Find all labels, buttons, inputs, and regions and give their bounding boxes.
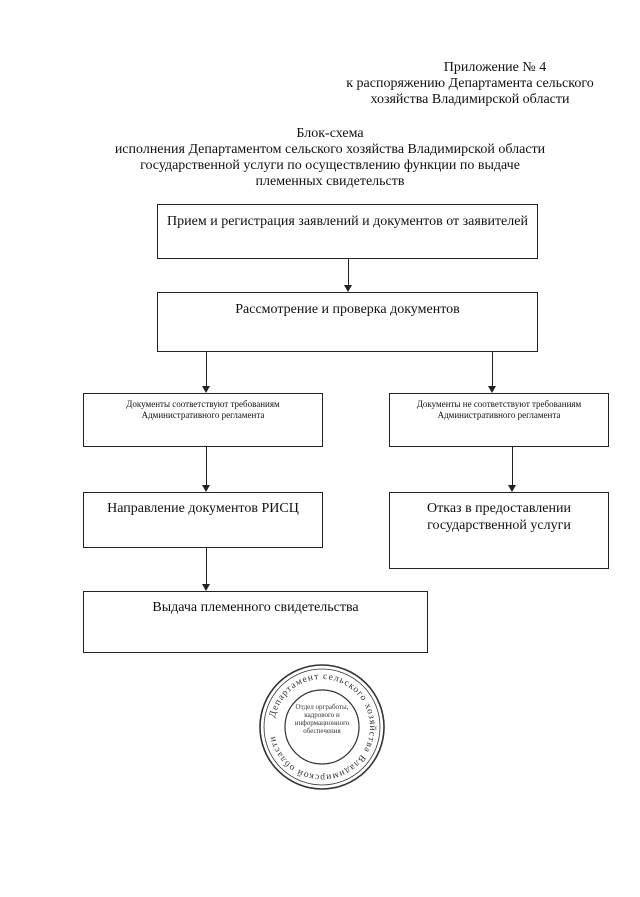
- node-documents-compliant: Документы соответствуют требованиям Адми…: [83, 393, 323, 447]
- node-refuse-service: Отказ в предоставлении государственной у…: [389, 492, 609, 569]
- arrow-receive-to-review-line: [348, 259, 349, 285]
- node-receive-label: Прием и регистрация заявлений и документ…: [167, 214, 528, 229]
- diagram-title: Блок-схема исполнения Департаментом сель…: [100, 126, 560, 190]
- arrow-send-to-issue-head: [202, 584, 210, 591]
- node-receive-applications: Прием и регистрация заявлений и документ…: [157, 204, 538, 259]
- arrow-receive-to-review-head: [344, 285, 352, 292]
- node-issue-label: Выдача племенного свидетельства: [152, 600, 359, 615]
- node-send-label: Направление документов РИСЦ: [107, 501, 299, 516]
- stamp-inner-line-3: информационного: [294, 719, 350, 727]
- stamp-inner-line-1: Отдел оргработы,: [295, 703, 349, 711]
- annex-region-line: хозяйства Владимирской области: [370, 92, 570, 107]
- arrow-review-to-noncompliant-head: [488, 386, 496, 393]
- arrow-noncompliant-to-refuse-head: [508, 485, 516, 492]
- title-line-2: исполнения Департаментом сельского хозяй…: [114, 142, 546, 157]
- title-line-3: государственной услуги по осуществлению …: [140, 158, 520, 173]
- node-review-documents: Рассмотрение и проверка документов: [157, 292, 538, 352]
- arrow-send-to-issue-line: [206, 548, 207, 584]
- stamp-inner-line-2: кадрового и: [304, 711, 340, 719]
- node-issue-certificate: Выдача племенного свидетельства: [83, 591, 428, 653]
- title-heading: Блок-схема: [296, 126, 364, 141]
- arrow-review-to-noncompliant-line: [492, 352, 493, 386]
- node-refuse-label: Отказ в предоставлении государственной у…: [427, 501, 571, 533]
- node-send-to-risc: Направление документов РИСЦ: [83, 492, 323, 548]
- arrow-noncompliant-to-refuse-line: [512, 447, 513, 485]
- arrow-review-to-compliant-line: [206, 352, 207, 386]
- annex-number: Приложение № 4: [443, 60, 547, 75]
- node-documents-noncompliant: Документы не соответствуют требованиям А…: [389, 393, 609, 447]
- stamp-inner-text: Отдел оргработы, кадрового и информацион…: [285, 703, 359, 735]
- node-noncompliant-label: Документы не соответствуют требованиям А…: [416, 399, 582, 420]
- node-compliant-label: Документы соответствуют требованиям Адми…: [126, 399, 280, 420]
- stamp-inner-line-4: обеспечения: [303, 727, 341, 735]
- arrow-review-to-compliant-head: [202, 386, 210, 393]
- arrow-compliant-to-send-head: [202, 485, 210, 492]
- annex-order-line: к распоряжению Департамента сельского: [346, 76, 594, 91]
- arrow-compliant-to-send-line: [206, 447, 207, 485]
- annex-reference: Приложение № 4 к распоряжению Департамен…: [330, 60, 610, 108]
- node-review-label: Рассмотрение и проверка документов: [235, 302, 460, 317]
- title-line-4: племенных свидетельств: [255, 174, 405, 189]
- official-stamp: Департамент сельского хозяйства Владимир…: [259, 664, 385, 790]
